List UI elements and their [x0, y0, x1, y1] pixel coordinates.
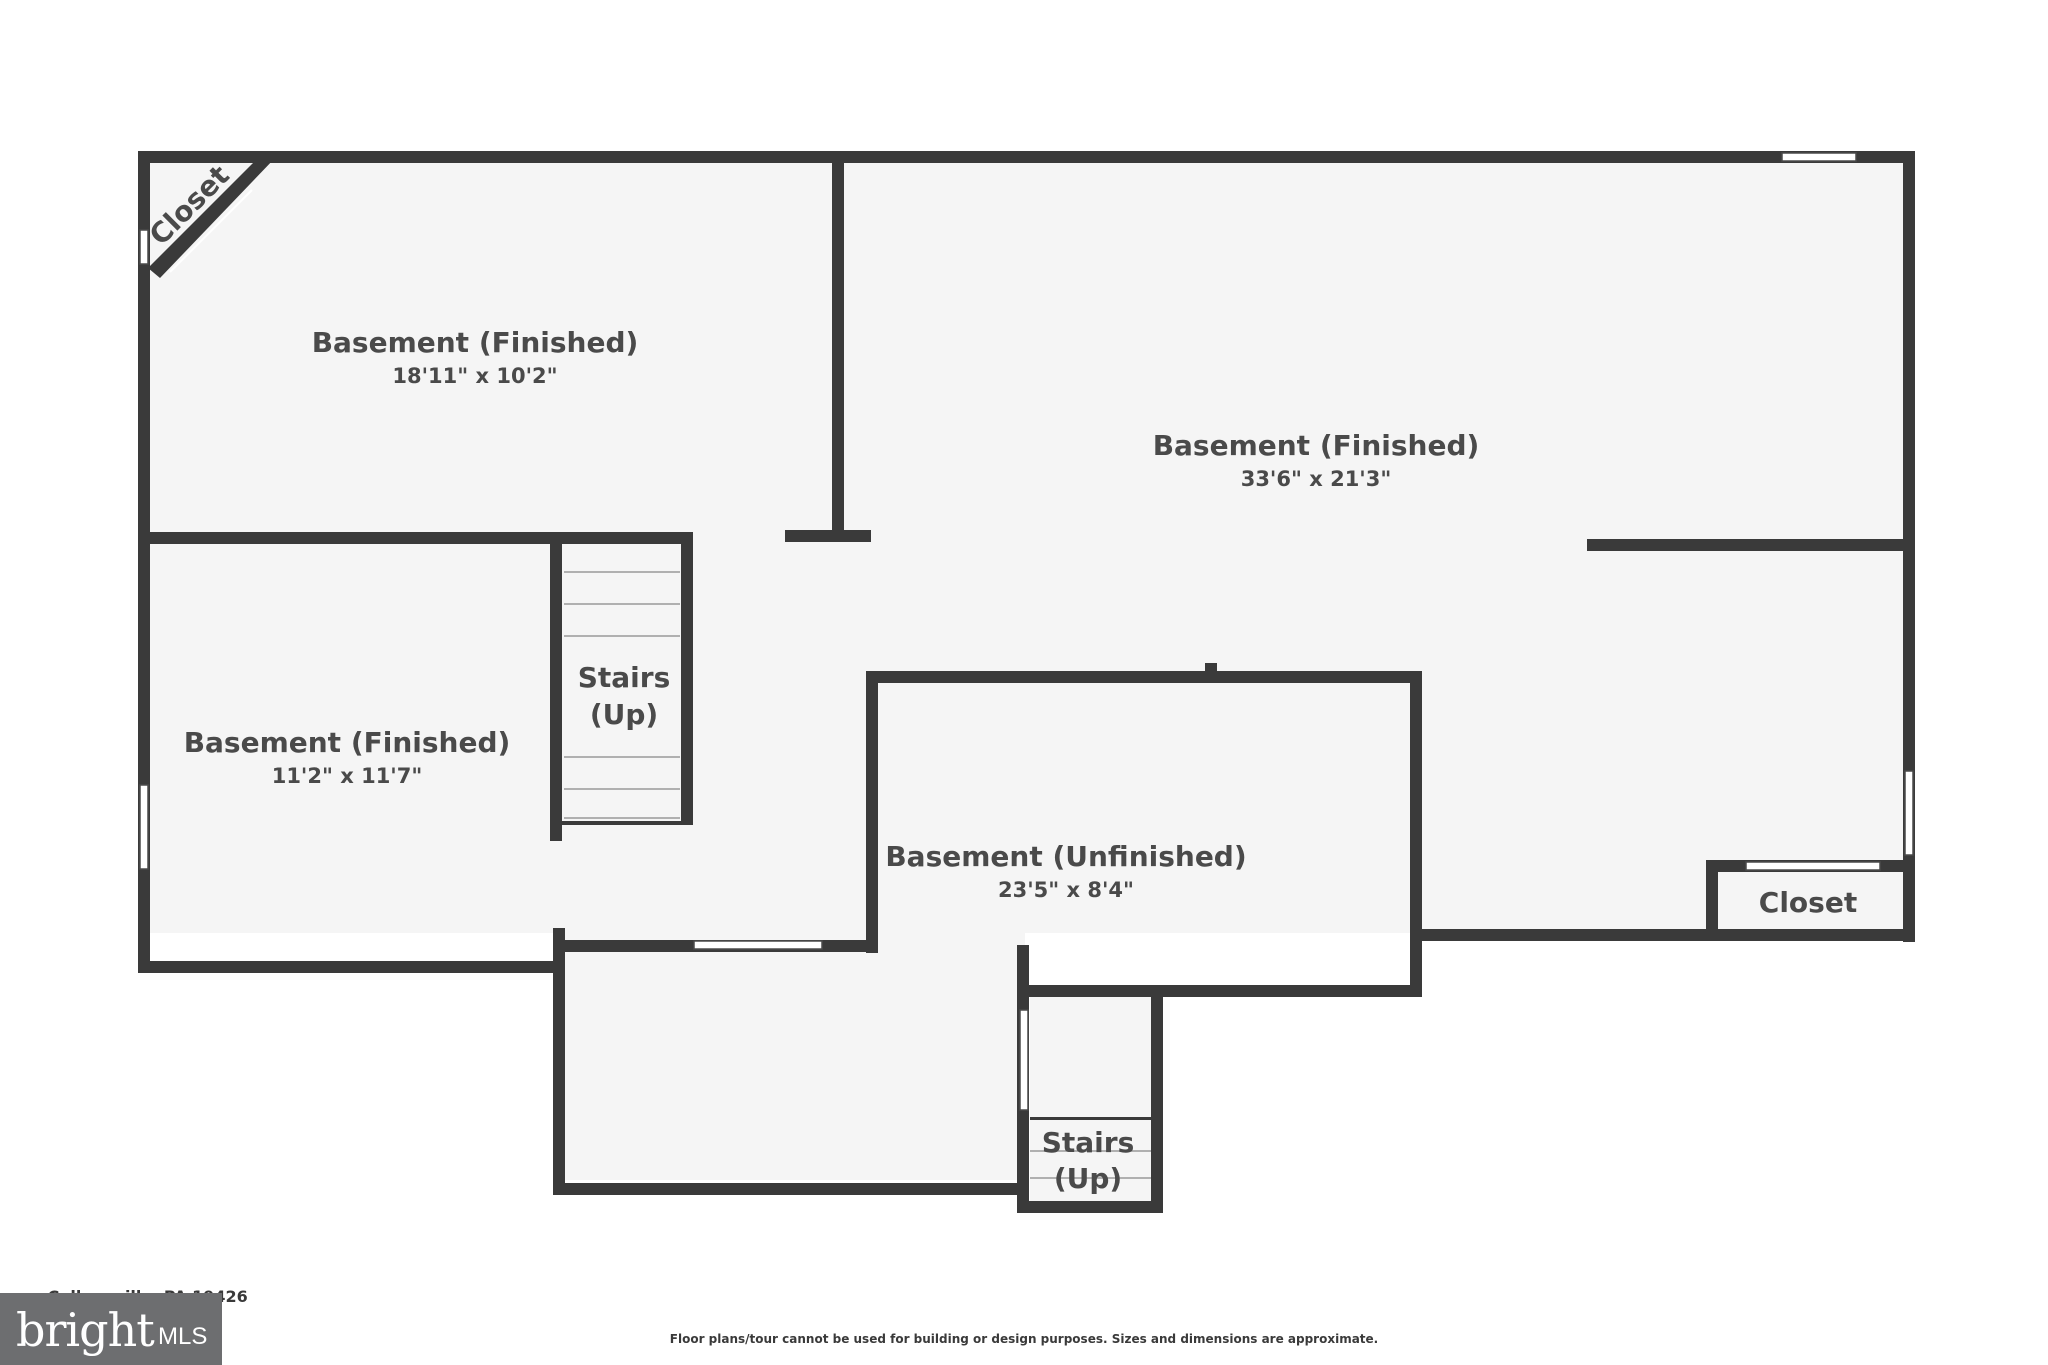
room-name-large-right: Basement (Finished)	[1153, 429, 1480, 462]
stairs-bottom	[1030, 1117, 1153, 1179]
disclaimer-text: Floor plans/tour cannot be used for buil…	[669, 1332, 1379, 1346]
logo-brand-text: bright	[16, 1303, 155, 1357]
stairs-main	[562, 571, 682, 825]
floor-area	[150, 163, 1910, 1210]
bright-mls-logo: bright MLS	[0, 1293, 222, 1365]
stairs-bottom-direction: (Up)	[1054, 1162, 1122, 1195]
room-dims-large-right: 33'6" x 21'3"	[1241, 467, 1392, 491]
closet-label-right: Closet	[1759, 886, 1857, 919]
outer-walls	[138, 151, 1915, 1213]
room-name-unfinished: Basement (Unfinished)	[885, 840, 1246, 873]
stairs-main-direction: (Up)	[590, 698, 658, 731]
stairs-main-label: Stairs	[578, 661, 671, 694]
stairs-bottom-label: Stairs	[1042, 1126, 1135, 1159]
room-name-top-left: Basement (Finished)	[312, 326, 639, 359]
room-dims-left-middle: 11'2" x 11'7"	[272, 764, 423, 788]
room-dims-top-left: 18'11" x 10'2"	[392, 364, 557, 388]
windows	[139, 152, 1914, 1111]
logo-mls-text: MLS	[158, 1323, 208, 1350]
room-dims-unfinished: 23'5" x 8'4"	[998, 878, 1134, 902]
room-name-left-middle: Basement (Finished)	[184, 726, 511, 759]
